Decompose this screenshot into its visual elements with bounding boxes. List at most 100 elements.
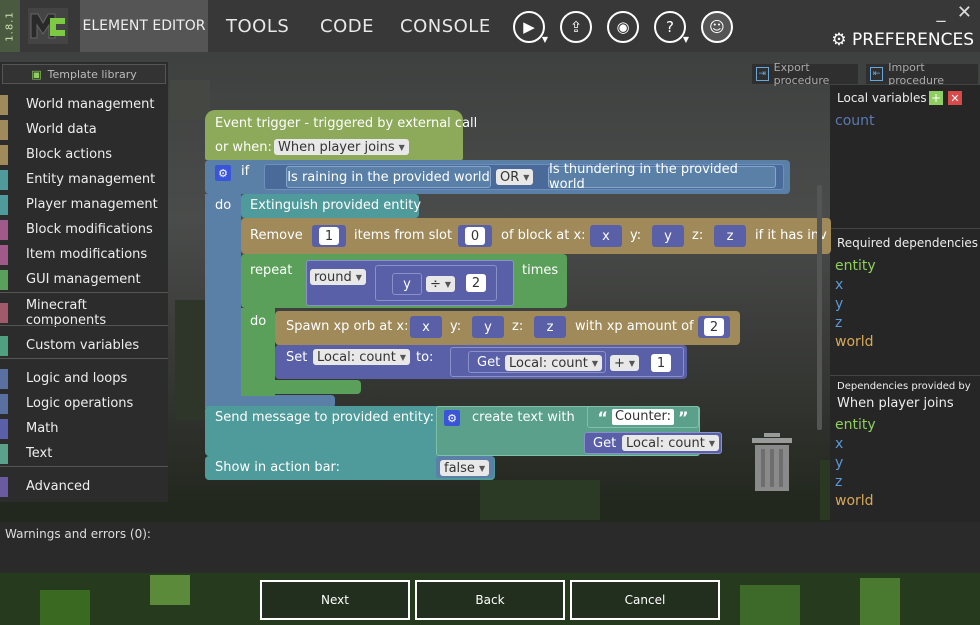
category-color-swatch — [0, 368, 8, 389]
spawn-x-block[interactable]: x — [410, 316, 442, 338]
counter-text-value[interactable]: Counter: — [611, 409, 675, 425]
export-procedure-button[interactable]: ⇥ Export procedure — [752, 61, 858, 87]
divide-number-block[interactable]: 2 — [460, 272, 492, 294]
local-variable-item[interactable]: count — [835, 113, 875, 129]
category-world-data[interactable]: World data — [0, 117, 168, 142]
add-number-value[interactable]: 1 — [651, 354, 671, 372]
round-value: round — [314, 269, 352, 285]
xp-amount-value[interactable]: 2 — [704, 318, 724, 336]
spawn-z-block[interactable]: z — [534, 316, 566, 338]
get-counter-value: Local: count — [626, 435, 705, 451]
top-bar: 1.8.1 ELEMENT EDITOR TOOLS CODE CONSOLE … — [0, 0, 980, 52]
menu-tools[interactable]: TOOLS — [226, 16, 290, 37]
workspace-scrollbar[interactable] — [817, 185, 822, 430]
category-advanced[interactable]: Advanced — [0, 474, 168, 499]
xp-amount-block[interactable]: 2 — [698, 316, 730, 338]
import-icon: ⇤ — [870, 67, 884, 81]
to-label: to: — [416, 350, 434, 365]
next-button[interactable]: Next — [260, 580, 410, 620]
dependency-y: y — [835, 455, 844, 471]
preferences-button[interactable]: ⚙ PREFERENCES — [831, 30, 974, 50]
repeat-do-label: do — [250, 314, 267, 329]
text-literal-block[interactable]: “ Counter: ” — [587, 406, 699, 428]
tab-element-editor[interactable]: ELEMENT EDITOR — [80, 0, 208, 52]
remove-count-value[interactable]: 1 — [319, 227, 339, 245]
import-label: Import procedure — [888, 61, 945, 87]
if-mutator-button[interactable]: ⚙ — [215, 165, 231, 181]
add-variable-button[interactable]: + — [929, 91, 943, 105]
category-entity-management[interactable]: Entity management — [0, 167, 168, 192]
spawn-xp-orb-block[interactable] — [275, 311, 740, 345]
slot-number-value[interactable]: 0 — [465, 227, 485, 245]
spawn-z-label: z: — [512, 319, 524, 334]
avatar-button[interactable]: ☺ — [701, 11, 733, 43]
category-color-swatch — [0, 302, 8, 323]
show-action-bar-label: Show in action bar: — [215, 460, 341, 475]
local-variables-title: Local variables — [837, 91, 927, 105]
close-icon[interactable]: ✕ — [956, 2, 972, 23]
menu-console[interactable]: CONSOLE — [400, 16, 491, 37]
category-logic-and-loops[interactable]: Logic and loops — [0, 366, 168, 391]
run-button[interactable]: ▶▼ — [513, 11, 548, 44]
warnings-label: Warnings and errors (0): — [5, 527, 151, 541]
divide-number-value[interactable]: 2 — [466, 274, 486, 292]
close-quote-icon: ” — [678, 407, 689, 427]
category-world-management[interactable]: World management — [0, 92, 168, 117]
globe-icon: ◉ — [616, 18, 630, 36]
template-icon: ▣ — [31, 67, 42, 81]
spawn-y-block[interactable]: y — [472, 316, 504, 338]
logic-operator-dropdown[interactable]: OR▼ — [496, 169, 534, 185]
extinguish-entity-block[interactable] — [241, 194, 419, 218]
category-math[interactable]: Math — [0, 416, 168, 441]
boolean-dropdown[interactable]: false▼ — [440, 460, 490, 476]
cancel-button[interactable]: Cancel — [570, 580, 720, 620]
round-dropdown[interactable]: round▼ — [310, 269, 366, 285]
category-item-modifications[interactable]: Item modifications — [0, 242, 168, 267]
get-counter-dropdown[interactable]: Local: count▼ — [622, 435, 720, 451]
category-block-actions[interactable]: Block actions — [0, 142, 168, 167]
z-dependency-block[interactable]: z — [714, 225, 746, 247]
remove-variable-button[interactable]: ✕ — [948, 91, 962, 105]
get-label: Get — [477, 354, 501, 370]
z-label: z: — [692, 228, 704, 243]
category-color-swatch — [0, 244, 8, 265]
divide-y-block[interactable]: y — [392, 273, 422, 295]
trash-icon[interactable] — [752, 433, 792, 491]
category-player-management[interactable]: Player management — [0, 192, 168, 217]
help-button[interactable]: ?▼ — [654, 11, 689, 44]
add-operator-dropdown[interactable]: +▼ — [610, 355, 640, 371]
create-text-label: create text with — [472, 410, 575, 425]
category-color-swatch — [0, 476, 8, 497]
category-minecraft-components[interactable]: Minecraft components — [0, 297, 168, 328]
x-dependency-block[interactable]: x — [590, 225, 622, 247]
minimize-icon[interactable]: _ — [936, 2, 946, 23]
category-text[interactable]: Text — [0, 441, 168, 466]
extinguish-label: Extinguish provided entity — [250, 198, 422, 213]
trigger-value: When player joins — [278, 139, 395, 155]
set-variable-dropdown[interactable]: Local: count▼ — [313, 349, 411, 365]
community-button[interactable]: ◉ — [607, 11, 639, 43]
y-dependency-block[interactable]: y — [652, 225, 684, 247]
category-label: Math — [26, 421, 59, 436]
create-text-mutator-button[interactable]: ⚙ — [444, 410, 460, 426]
category-block-modifications[interactable]: Block modifications — [0, 217, 168, 242]
dependency-entity: entity — [835, 417, 876, 433]
add-number-block[interactable]: 1 — [645, 352, 677, 374]
template-library-button[interactable]: ▣ Template library — [2, 64, 166, 84]
slot-number-block[interactable]: 0 — [458, 225, 492, 247]
back-button[interactable]: Back — [415, 580, 565, 620]
math-operator-dropdown[interactable]: ÷▼ — [426, 276, 456, 292]
is-thundering-block[interactable]: Is thundering in the provided world — [548, 162, 776, 192]
category-logic-operations[interactable]: Logic operations — [0, 391, 168, 416]
category-label: Minecraft components — [25, 297, 107, 328]
import-procedure-button[interactable]: ⇤ Import procedure — [866, 61, 978, 87]
category-gui-management[interactable]: GUI management — [0, 267, 168, 292]
category-custom-variables[interactable]: Custom variables — [0, 333, 168, 358]
export-button[interactable]: ⇪ — [560, 11, 592, 43]
is-raining-block[interactable]: Is raining in the provided world — [286, 166, 491, 188]
trigger-dropdown[interactable]: When player joins▼ — [274, 139, 409, 155]
get-variable-dropdown[interactable]: Local: count▼ — [505, 355, 603, 371]
menu-code[interactable]: CODE — [320, 16, 374, 37]
remove-count-block[interactable]: 1 — [312, 225, 346, 247]
event-trigger-title: Event trigger - triggered by external ca… — [215, 116, 478, 131]
